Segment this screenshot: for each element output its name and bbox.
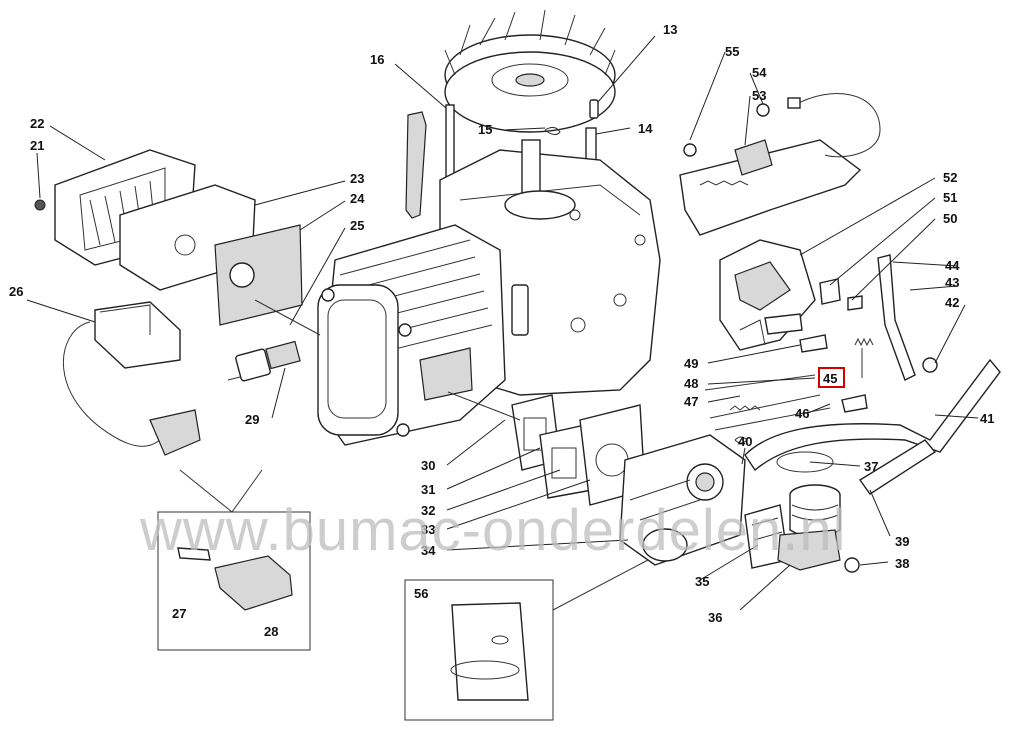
governor-arm [841,254,938,413]
label-56: 56 [414,586,428,601]
label-25: 25 [350,218,364,233]
ignition-coil [62,301,201,456]
label-28: 28 [264,624,278,639]
leader-lines [26,35,979,611]
label-22: 22 [30,116,44,131]
gaskets [447,391,646,506]
spark-plug [227,340,301,382]
label-46: 46 [795,406,809,421]
label-14: 14 [638,121,653,136]
label-27: 27 [172,606,186,621]
label-51: 51 [943,190,957,205]
label-26: 26 [9,284,23,299]
label-34: 34 [421,543,436,558]
label-50: 50 [943,211,957,226]
label-35: 35 [695,574,709,589]
label-38: 38 [895,556,909,571]
oil-filler [776,451,860,573]
breather-hose [744,358,1001,495]
inset-boot-box [157,469,311,651]
flywheel-fan [444,9,616,133]
throttle-control-bracket [679,93,881,236]
inset-kit-box [404,559,649,721]
label-29: 29 [245,412,259,427]
label-24: 24 [350,191,365,206]
label-43: 43 [945,275,959,290]
label-15: 15 [478,122,492,137]
label-52: 52 [943,170,957,185]
label-16: 16 [370,52,384,67]
label-47: 47 [684,394,698,409]
label-31: 31 [421,482,435,497]
watermark: www.bumac-onderdelen.nl [139,498,846,563]
label-33: 33 [421,522,435,537]
label-39: 39 [895,534,909,549]
label-44: 44 [945,258,960,273]
label-48: 48 [684,376,698,391]
label-23: 23 [350,171,364,186]
label-49: 49 [684,356,698,371]
label-21: 21 [30,138,44,153]
label-32: 32 [421,503,435,518]
label-30: 30 [421,458,435,473]
label-42: 42 [945,295,959,310]
label-53: 53 [752,88,766,103]
label-54: 54 [752,65,767,80]
cylinder-head [317,224,506,446]
label-41: 41 [980,411,994,426]
callout-labels: 13 14 15 16 21 22 23 24 25 26 27 28 29 3… [9,22,994,639]
label-55: 55 [725,44,739,59]
governor-plate [719,239,863,353]
label-45: 45 [823,371,837,386]
carburetor [619,434,746,566]
label-36: 36 [708,610,722,625]
label-37: 37 [864,459,878,474]
highlight-box-45 [818,367,845,388]
label-40: 40 [738,434,752,449]
label-13: 13 [663,22,677,37]
air-filter-assembly [34,149,321,336]
